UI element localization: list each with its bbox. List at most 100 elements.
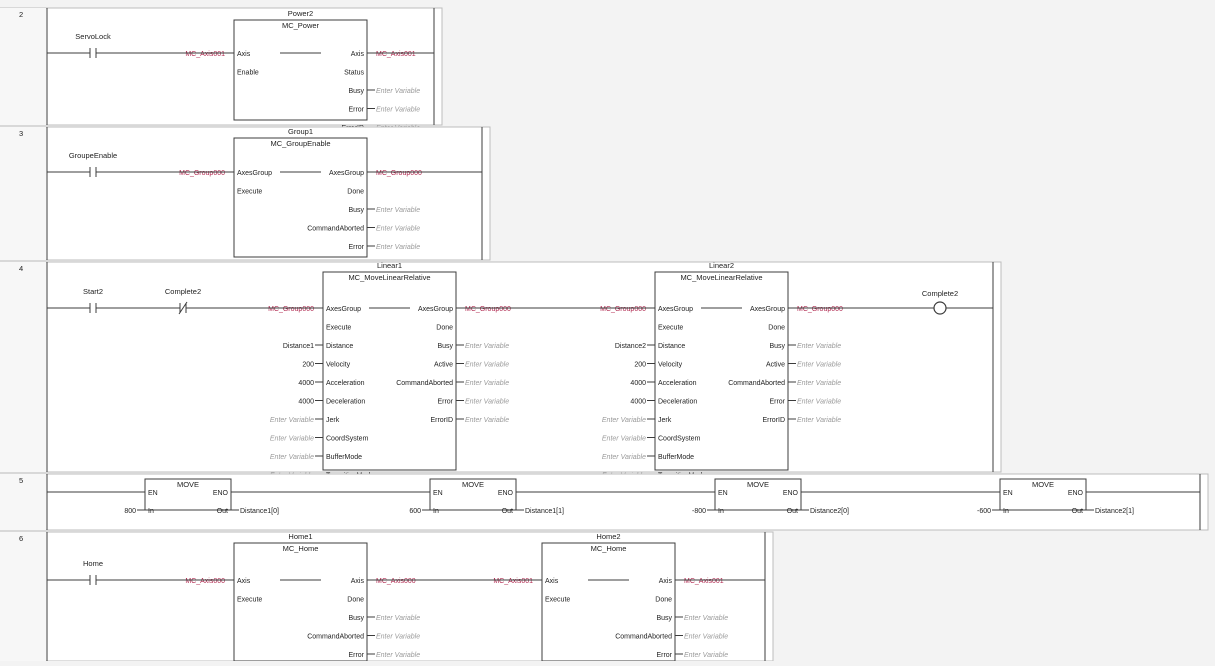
output-variable[interactable]: Enter Variable: [465, 380, 509, 387]
function-block-linear1[interactable]: Linear1MC_MoveLinearRelativeAxesGroupMC_…: [268, 261, 511, 480]
output-variable[interactable]: Enter Variable: [376, 207, 420, 214]
input-pin-axis: Axis: [237, 51, 251, 58]
output-variable[interactable]: Enter Variable: [376, 634, 420, 641]
output-variable[interactable]: MC_Axis000: [376, 578, 416, 585]
output-variable[interactable]: Enter Variable: [465, 417, 509, 424]
input-variable[interactable]: Enter Variable: [602, 436, 646, 443]
output-pin-eno: ENO: [1068, 490, 1084, 497]
output-variable[interactable]: Distance2[0]: [810, 508, 849, 515]
output-variable[interactable]: MC_Group000: [376, 170, 422, 177]
output-variable[interactable]: Enter Variable: [797, 362, 841, 369]
input-variable[interactable]: 200: [302, 362, 314, 369]
input-variable[interactable]: 4000: [298, 399, 314, 406]
input-variable[interactable]: Distance1: [283, 343, 314, 350]
block-instance-name: Home1: [288, 532, 312, 541]
coil-label: Complete2: [922, 289, 958, 298]
input-pin-axis: Axis: [545, 578, 559, 585]
block-body: [322, 271, 457, 471]
contact-nc-slash: [178, 301, 188, 315]
input-pin-in: In: [148, 508, 154, 515]
input-pin-execute: Execute: [237, 189, 262, 196]
output-variable[interactable]: Enter Variable: [797, 417, 841, 424]
input-pin-execute: Execute: [545, 597, 570, 604]
output-variable[interactable]: Enter Variable: [376, 652, 420, 659]
output-variable[interactable]: Enter Variable: [376, 615, 420, 622]
rung-background: [0, 261, 1002, 473]
input-variable[interactable]: 4000: [630, 399, 646, 406]
input-variable[interactable]: 4000: [630, 380, 646, 387]
output-variable[interactable]: Distance1[1]: [525, 508, 564, 515]
output-variable[interactable]: Enter Variable: [797, 380, 841, 387]
output-variable[interactable]: Enter Variable: [376, 107, 420, 114]
input-variable[interactable]: MC_Axis001: [185, 51, 225, 58]
rung-6[interactable]: 6HomeHome1MC_HomeAxisMC_Axis000ExecuteAx…: [0, 531, 774, 662]
output-pin-busy: Busy: [437, 343, 453, 350]
output-variable[interactable]: Enter Variable: [465, 399, 509, 406]
output-pin-busy: Busy: [348, 615, 364, 622]
output-variable[interactable]: Enter Variable: [684, 652, 728, 659]
input-pin-en: EN: [1003, 490, 1013, 497]
output-variable[interactable]: MC_Group000: [797, 306, 843, 313]
output-pin-done: Done: [347, 597, 364, 604]
output-pin-active: Active: [766, 362, 785, 369]
output-variable[interactable]: Enter Variable: [797, 343, 841, 350]
input-variable[interactable]: Enter Variable: [602, 417, 646, 424]
output-pin-commandaborted: CommandAborted: [615, 634, 672, 641]
output-variable[interactable]: Enter Variable: [684, 615, 728, 622]
output-variable[interactable]: Enter Variable: [465, 362, 509, 369]
output-variable[interactable]: Distance2[1]: [1095, 508, 1134, 515]
rung-number-column: [0, 532, 46, 661]
input-variable[interactable]: 800: [124, 508, 136, 515]
output-variable[interactable]: MC_Axis001: [684, 578, 724, 585]
output-variable[interactable]: Enter Variable: [684, 634, 728, 641]
input-variable[interactable]: MC_Group000: [179, 170, 225, 177]
input-variable[interactable]: MC_Group000: [268, 306, 314, 313]
rung-5[interactable]: 5 MOVE EN In 800 ENO Out Distance1[0] MOVEENIn60…: [0, 473, 1209, 531]
input-variable[interactable]: Enter Variable: [270, 454, 314, 461]
output-variable[interactable]: Enter Variable: [465, 343, 509, 350]
input-variable[interactable]: 600: [409, 508, 421, 515]
function-block-group1[interactable]: Group1MC_GroupEnableAxesGroupMC_Group000…: [179, 127, 422, 270]
input-variable[interactable]: MC_Axis000: [185, 578, 225, 585]
output-pin-error: Error: [769, 399, 785, 406]
output-pin-busy: Busy: [656, 615, 672, 622]
input-variable[interactable]: 4000: [298, 380, 314, 387]
rung-number: 5: [19, 476, 23, 485]
contact-label: ServoLock: [75, 32, 111, 41]
input-variable[interactable]: MC_Axis001: [493, 578, 533, 585]
output-variable[interactable]: Enter Variable: [376, 88, 420, 95]
block-type-name: MC_Home: [591, 544, 627, 553]
function-block-linear2[interactable]: Linear2MC_MoveLinearRelativeAxesGroupMC_…: [600, 261, 843, 480]
rung-number-column: [0, 8, 46, 125]
output-pin-out: Out: [787, 508, 798, 515]
output-variable[interactable]: Distance1[0]: [240, 508, 279, 515]
rung-number: 2: [19, 10, 23, 19]
input-variable[interactable]: 200: [634, 362, 646, 369]
rung-3[interactable]: 3GroupeEnableGroup1MC_GroupEnableAxesGro…: [0, 126, 491, 270]
output-variable[interactable]: Enter Variable: [376, 244, 420, 251]
input-variable[interactable]: Enter Variable: [270, 417, 314, 424]
output-variable[interactable]: Enter Variable: [376, 226, 420, 233]
input-pin-execute: Execute: [658, 325, 683, 332]
input-variable[interactable]: -800: [692, 508, 706, 515]
input-variable[interactable]: Enter Variable: [602, 454, 646, 461]
input-variable[interactable]: -600: [977, 508, 991, 515]
output-pin-commandaborted: CommandAborted: [307, 634, 364, 641]
output-variable[interactable]: Enter Variable: [797, 399, 841, 406]
output-variable[interactable]: MC_Axis001: [376, 51, 416, 58]
input-variable[interactable]: MC_Group000: [600, 306, 646, 313]
block-type-name: MOVE: [177, 480, 199, 489]
output-variable[interactable]: MC_Group000: [465, 306, 511, 313]
rung-2[interactable]: 2ServoLockPower2MC_PowerAxisMC_Axis001En…: [0, 7, 443, 132]
output-pin-axis: Axis: [351, 578, 365, 585]
input-variable[interactable]: Distance2: [615, 343, 646, 350]
input-variable[interactable]: Enter Variable: [270, 436, 314, 443]
